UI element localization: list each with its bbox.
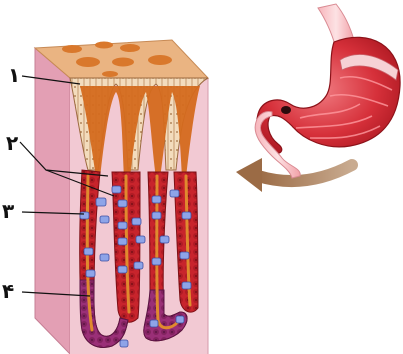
label-2: ۲ xyxy=(6,131,18,155)
pylorus-opening xyxy=(281,106,291,114)
gastric-glands xyxy=(70,78,208,347)
stomach-illustration xyxy=(255,4,400,178)
stomach-body xyxy=(257,37,400,153)
labels: ۱ ۲ ۳ ۴ xyxy=(2,63,20,303)
label-3: ۳ xyxy=(2,199,14,223)
block-side-face xyxy=(35,48,70,354)
label-4: ۴ xyxy=(2,279,14,303)
label-1: ۱ xyxy=(8,63,20,87)
